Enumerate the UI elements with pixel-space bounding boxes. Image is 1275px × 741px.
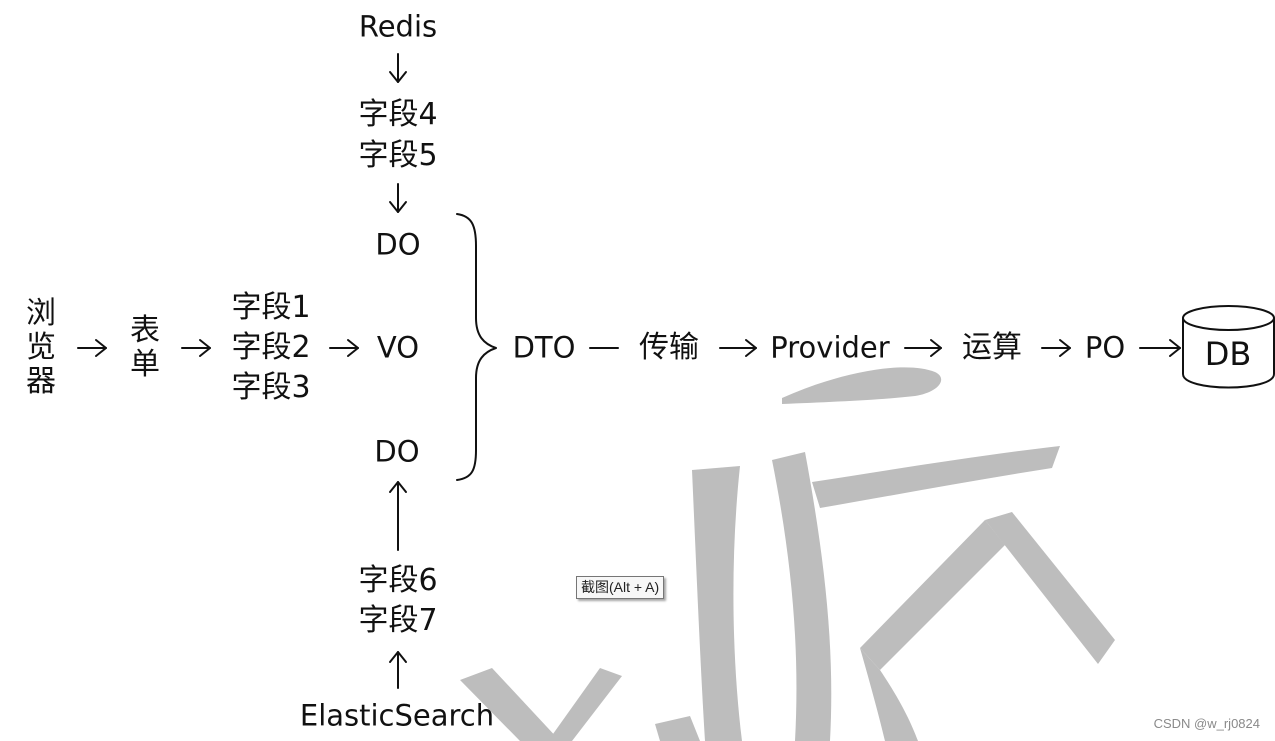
overlay-stroke-roof — [812, 446, 1060, 508]
overlay-stroke-main-sweep — [772, 452, 832, 741]
arrow-right-po-to-db — [1139, 339, 1181, 357]
arrow-right-browser-to-form — [77, 339, 107, 357]
node-compute: 运算 — [962, 330, 1022, 365]
node-form-char-2: 单 — [130, 347, 160, 382]
node-browser: 浏 览 器 — [26, 297, 56, 399]
overlay-stroke-bottom-mid — [548, 668, 622, 741]
arrow-down-redis-to-field4 — [389, 53, 407, 83]
curly-brace — [456, 213, 497, 481]
overlay-stroke-left-vertical — [692, 466, 742, 741]
node-vo: VO — [376, 330, 420, 365]
overlay-stroke-diamond-right — [985, 512, 1115, 664]
database-cylinder — [1182, 305, 1275, 389]
overlay-stroke-diamond-bottom — [860, 648, 918, 741]
node-po: PO — [1084, 330, 1126, 365]
overlay-stroke-diamond-left — [860, 520, 1005, 670]
arrow-right-transfer-to-provider — [719, 339, 757, 357]
overlay-stroke-bottom-left — [460, 668, 560, 741]
node-browser-char-3: 器 — [26, 364, 56, 399]
node-do-top: DO — [375, 227, 421, 262]
node-do-bottom: DO — [374, 434, 420, 469]
node-db: DB — [1204, 335, 1252, 373]
screenshot-tooltip: 截图(Alt + A) — [576, 576, 665, 599]
overlay-stroke-bottom-dot — [655, 716, 700, 741]
node-field2: 字段2 — [231, 330, 311, 365]
arrow-right-compute-to-po — [1041, 339, 1071, 357]
node-browser-char-2: 览 — [26, 330, 56, 365]
node-field1: 字段1 — [231, 290, 311, 325]
arrow-right-form-to-fields — [181, 339, 211, 357]
csdn-watermark: CSDN @w_rj0824 — [1153, 716, 1260, 731]
arrow-up-es-to-field7 — [389, 651, 407, 689]
node-field3: 字段3 — [231, 370, 311, 405]
overlay-stroke-top-hook — [782, 367, 942, 404]
node-dto: DTO — [512, 330, 576, 365]
node-form-char-1: 表 — [130, 313, 160, 348]
node-field7: 字段7 — [358, 603, 438, 638]
node-transfer: 传输 — [639, 330, 699, 365]
arrow-right-provider-to-compute — [904, 339, 942, 357]
node-redis: Redis — [358, 9, 438, 44]
node-elasticsearch: ElasticSearch — [299, 698, 495, 733]
arrow-up-field6-to-do — [389, 481, 407, 551]
arrow-down-field5-to-do — [389, 183, 407, 213]
node-browser-char-1: 浏 — [26, 296, 56, 331]
arrow-right-fields-to-vo — [329, 339, 359, 357]
node-field5: 字段5 — [358, 138, 438, 173]
node-provider: Provider — [770, 330, 890, 365]
node-field4: 字段4 — [358, 97, 438, 132]
node-form: 表 单 — [130, 314, 160, 382]
node-field6: 字段6 — [358, 563, 438, 598]
